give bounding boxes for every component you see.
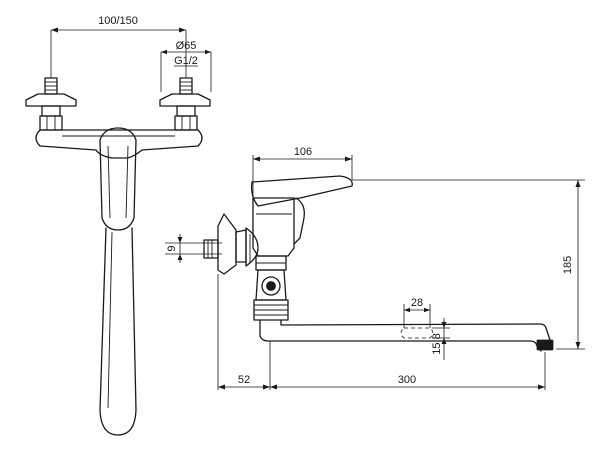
- spout-front: [99, 227, 137, 436]
- side-view: 106 185 9: [165, 146, 585, 390]
- height-dimension: 185: [352, 179, 585, 350]
- height-label: 185: [562, 256, 574, 274]
- wall-flange-side: [203, 213, 259, 275]
- body-depth-dimension: 106: [252, 146, 353, 200]
- mixer-body-side: [250, 175, 353, 257]
- thread-label: G1/2: [174, 55, 198, 67]
- inlet-diameter-label: Ø65: [176, 40, 197, 52]
- outlet-height-label: 15.8: [431, 333, 443, 354]
- stub-length-dimension: 9: [165, 234, 222, 263]
- right-eccentric-fitting: [159, 77, 211, 131]
- mixer-body-front: [35, 129, 203, 159]
- outlet-height-dimension: 15.8: [431, 318, 450, 360]
- stub-length-label: 9: [166, 245, 178, 251]
- front-view: 100/150 Ø65 G1/2: [25, 15, 212, 436]
- swivel-column-side: [253, 255, 289, 321]
- inlet-diameter-dimension: Ø65 G1/2: [160, 40, 212, 92]
- lever-handle-front: [99, 127, 137, 231]
- wall-offset-label: 52: [238, 374, 250, 386]
- reach-dimensions: 52 300: [217, 274, 546, 390]
- spout-side: [259, 319, 554, 352]
- body-depth-label: 106: [294, 146, 312, 158]
- spout-width-dimension: 28: [403, 297, 431, 328]
- spout-width-label: 28: [411, 297, 423, 309]
- spout-reach-label: 300: [398, 374, 416, 386]
- left-eccentric-fitting: [25, 77, 77, 131]
- inlet-spacing-label: 100/150: [98, 15, 138, 27]
- inlet-spacing-dimension: 100/150: [50, 15, 187, 78]
